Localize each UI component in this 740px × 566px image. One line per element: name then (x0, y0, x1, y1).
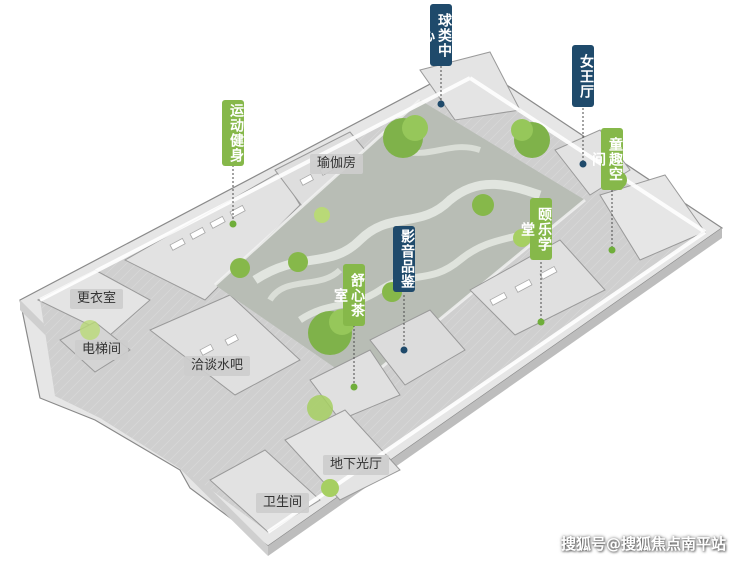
label-elder-school: 颐乐学堂 (519, 198, 552, 260)
watermark: 搜狐号@搜狐焦点南平站 (560, 535, 726, 553)
location-markers (229, 100, 616, 391)
label-ball-center: 球类中心 (419, 4, 452, 66)
label-queen-hall: 女王厅 (572, 45, 594, 107)
label-basement-hall: 地下光厅 (323, 455, 390, 475)
label-tea-room: 舒心茶室 (332, 264, 365, 326)
label-water-bar: 洽谈水吧 (184, 356, 251, 376)
label-kids-space: 童趣空间 (590, 128, 623, 190)
label-cinema: 影音品鉴 (393, 226, 415, 292)
label-fitness: 运动健身 (222, 100, 244, 166)
label-restroom: 卫生间 (256, 493, 310, 513)
room-cinema (369, 309, 466, 386)
label-elevator-hall: 电梯间 (75, 340, 129, 360)
label-yoga: 瑜伽房 (310, 154, 364, 174)
label-changing-room: 更衣室 (70, 289, 124, 309)
